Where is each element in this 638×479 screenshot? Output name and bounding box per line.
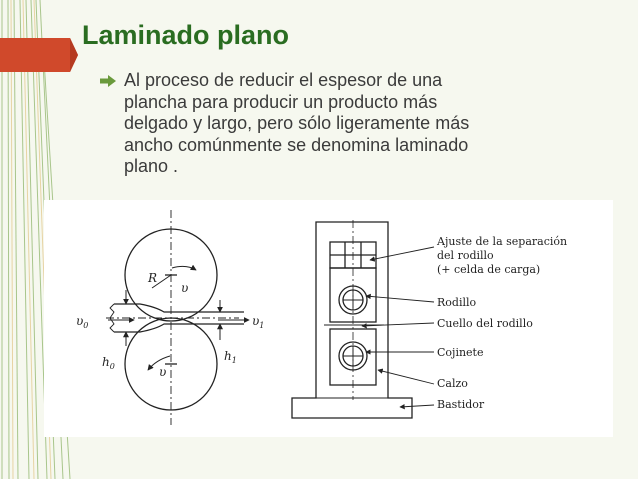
roll-neck-label: Cuello del rodillo — [437, 317, 533, 330]
page-title: Laminado plano — [82, 20, 290, 50]
gap-adjust-label: Ajuste de la separación — [436, 235, 567, 248]
bullet-line: plancha para producir un producto más — [124, 91, 438, 112]
decorative-lines — [0, 0, 78, 479]
rolling-diagram-figure: R υ υ υ0 υ1 h0 h1 — [44, 200, 613, 437]
frame-label: Bastidor — [437, 398, 485, 411]
arrow-right-icon — [100, 75, 116, 87]
chock-label: Calzo — [437, 377, 468, 390]
bullet-line: Al proceso de reducir el espesor de una — [124, 70, 443, 90]
gap-adjust-label: (+ celda de carga) — [437, 263, 540, 276]
rolling-diagram: R υ υ υ0 υ1 h0 h1 — [76, 210, 567, 425]
bullet-list: Al proceso de reducir el espesor de una … — [100, 70, 540, 178]
lower-velocity-label: υ — [159, 365, 166, 379]
bullet-text: Al proceso de reducir el espesor de una … — [124, 70, 540, 178]
roll-label: Rodillo — [437, 296, 477, 309]
exit-thickness-label: h1 — [224, 349, 237, 365]
upper-roll — [124, 228, 218, 322]
gap-adjust-label: del rodillo — [437, 249, 494, 262]
strip — [114, 303, 244, 313]
entry-thickness-label: h0 — [102, 355, 115, 371]
radius-label: R — [147, 271, 157, 285]
bullet-line: delgado y largo, pero sólo ligeramente m… — [124, 113, 470, 133]
red-accent-tab — [0, 38, 78, 72]
lower-roll — [124, 317, 218, 411]
entry-velocity-label: υ0 — [76, 314, 88, 330]
bearing-label: Cojinete — [437, 346, 484, 359]
upper-velocity-label: υ — [181, 281, 188, 295]
exit-velocity-label: υ1 — [252, 314, 264, 330]
stand-frame — [291, 221, 413, 419]
mill-stand-diagram — [291, 220, 435, 419]
bullet-line: plano . — [124, 156, 179, 176]
roll-pair-diagram — [106, 210, 250, 425]
bullet-line: ancho comúnmente se denomina laminado — [124, 134, 469, 155]
